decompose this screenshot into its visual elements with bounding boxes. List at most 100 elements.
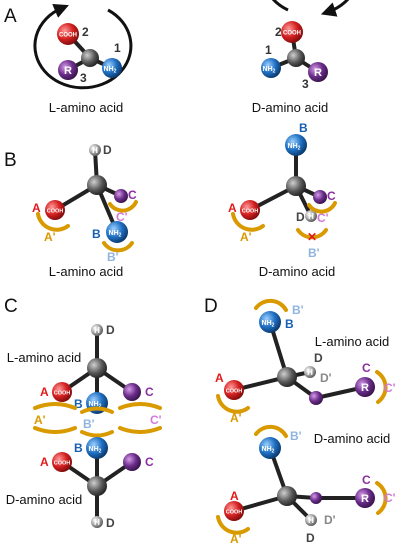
r-chain-atom: [309, 391, 323, 405]
label-c: C: [362, 473, 371, 487]
nh2-label: NH: [109, 230, 119, 237]
caption-d-amino-b: D-amino acid: [259, 264, 336, 279]
label-d: D: [106, 323, 115, 337]
label-b: B: [74, 397, 83, 411]
panel-d-d-molecule: NH2 R COOH H B' A A' C C' D' D: [216, 424, 396, 546]
label-d: D: [306, 531, 315, 545]
nh2-atom: [106, 221, 128, 243]
panel-letter-a: A: [4, 6, 17, 27]
r-atom: [355, 377, 375, 397]
binding-arc-c-upper: [118, 402, 162, 410]
binding-arc-c-lower: [118, 426, 162, 434]
nh2-atom: [261, 58, 281, 78]
cooh-atom: [57, 23, 79, 45]
binding-arc-b: [102, 241, 134, 253]
caption-l-amino-c: L-amino acid: [7, 350, 81, 365]
label-d-prime: D': [324, 513, 336, 527]
caption-d-amino-c: D-amino acid: [6, 492, 83, 507]
binding-arc-a-lower: [33, 426, 77, 434]
carbon-atom: [277, 367, 297, 387]
nh2-atom: [285, 134, 307, 156]
svg-text:NH2: NH2: [288, 143, 301, 152]
svg-text:NH2: NH2: [262, 320, 275, 329]
panel-c-l-molecule: H COOH NH2 D A B C: [40, 323, 154, 414]
caption-d-amino-a: D-amino acid: [252, 100, 329, 115]
priority-1: 1: [265, 43, 272, 57]
binding-arc-a: [36, 212, 70, 232]
r-atom: [123, 383, 141, 401]
label-a-prime: A': [230, 532, 242, 546]
h-label: H: [94, 326, 100, 335]
r-atom: [58, 60, 78, 80]
h-label: H: [308, 516, 314, 525]
label-a-prime: A': [44, 230, 56, 244]
nh2-subscript: 2: [273, 69, 276, 75]
h-atom: [305, 514, 317, 526]
mismatch-cross: ✕: [307, 230, 317, 244]
cooh-atom: [224, 501, 244, 521]
carbon-atom: [277, 486, 297, 506]
cooh-label: COOH: [242, 209, 259, 215]
r-atom: [355, 488, 375, 508]
cooh-label: COOH: [226, 389, 243, 395]
panel-letter-d: D: [204, 296, 218, 317]
label-c-prime: C': [150, 413, 162, 427]
r-chain-atom: [310, 492, 322, 504]
caption-l-amino-a: L-amino acid: [49, 100, 123, 115]
svg-text:NH2: NH2: [104, 66, 117, 75]
cooh-label: COOH: [47, 209, 64, 215]
caption-d-amino-d: D-amino acid: [314, 431, 391, 446]
svg-text:NH2: NH2: [89, 401, 102, 410]
carbon-atom: [81, 49, 99, 67]
label-c: C: [145, 455, 154, 469]
binding-arc-c: [375, 370, 388, 404]
label-b: B: [299, 121, 308, 135]
priority-2: 2: [275, 25, 282, 39]
binding-arc-a: [216, 515, 250, 535]
label-b-prime: B': [308, 246, 320, 260]
rotation-arrow-counterclockwise: [33, 4, 133, 90]
cooh-atom: [45, 200, 65, 220]
binding-arc-c: [375, 481, 388, 515]
h-label: H: [307, 368, 313, 377]
r-atom: [313, 190, 327, 204]
carbon-atom: [87, 175, 107, 195]
binding-arc-b-lower: [80, 430, 114, 438]
panel-c-receptor-arcs: A' B' C': [33, 402, 162, 438]
label-c-prime: C': [317, 211, 329, 225]
panel-a-l-molecule: COOH R NH2 2 1 3: [33, 4, 133, 90]
binding-arc-b-upper: [80, 406, 114, 414]
label-c: C: [128, 188, 137, 202]
carbon-atom: [286, 176, 306, 196]
panel-b-d-molecule: NH2 COOH H B A A' C C' D ✕ B': [228, 121, 337, 260]
svg-text:NH2: NH2: [89, 446, 102, 455]
priority-3: 3: [302, 77, 309, 91]
nh2-atom: [102, 58, 122, 78]
r-atom: [308, 62, 328, 82]
carbon-atom: [87, 476, 107, 496]
label-b-prime: B': [83, 417, 95, 431]
cooh-atom: [224, 380, 244, 400]
label-c: C: [145, 385, 154, 399]
label-d: D: [296, 210, 305, 224]
label-a: A: [230, 489, 239, 503]
label-d-prime: D': [320, 371, 332, 385]
cooh-label: COOH: [59, 33, 77, 39]
label-b: B: [92, 227, 101, 241]
binding-arc-b: [254, 424, 288, 438]
nh2-atom: [259, 437, 281, 459]
label-b: B: [285, 317, 294, 331]
nh2-label: NH: [263, 66, 273, 73]
nh2-subscript: 2: [272, 323, 275, 329]
label-d: D: [103, 143, 112, 157]
nh2-subscript: 2: [114, 69, 117, 75]
cooh-atom: [281, 21, 303, 43]
binding-arc-a: [231, 212, 265, 232]
label-a: A: [215, 371, 224, 385]
priority-1: 1: [114, 41, 121, 55]
label-a: A: [40, 385, 49, 399]
panel-letter-b: B: [4, 150, 17, 171]
label-c: C: [327, 189, 336, 203]
nh2-label: NH: [262, 446, 272, 453]
